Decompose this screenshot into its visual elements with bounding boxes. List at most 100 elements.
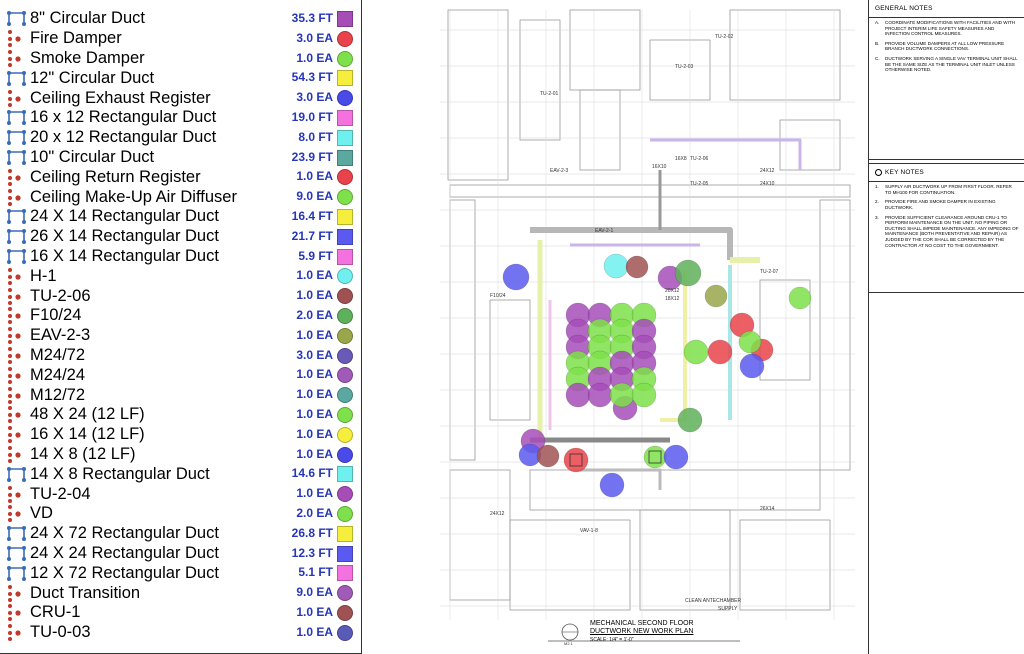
legend-quantity: 9.0 EA <box>296 585 333 600</box>
legend-label: VD <box>30 504 53 523</box>
takeoff-marker <box>587 382 613 408</box>
duct-run-icon <box>6 564 30 583</box>
note-text: SUPPLY AIR DUCTWORK UP FROM FIRST FLOOR.… <box>885 184 1012 195</box>
legend-color-swatch <box>337 129 353 146</box>
plan-label: 24X10 <box>760 181 775 187</box>
key-notes-title-text: KEY NOTES <box>885 169 924 177</box>
legend-label: 24 X 72 Rectangular Duct <box>30 524 219 543</box>
note-text: COORDINATE MODIFICATIONS WITH FACILITIES… <box>885 20 1015 37</box>
legend-color-swatch <box>337 565 353 582</box>
takeoff-marker <box>603 253 629 279</box>
count-marker-icon <box>6 623 30 642</box>
legend-color-swatch <box>337 288 353 305</box>
general-notes-title: GENERAL NOTES <box>869 0 1024 18</box>
plan-wall <box>649 39 711 101</box>
takeoff-marker <box>738 330 762 354</box>
count-marker-icon <box>6 504 30 523</box>
legend-color-swatch <box>337 347 353 364</box>
note-key: 2. <box>875 199 879 205</box>
takeoff-marker <box>643 445 667 469</box>
legend-color-swatch <box>337 90 353 107</box>
plan-wall <box>819 199 851 471</box>
plan-title-block: MECHANICAL SECOND FLOOR DUCTWORK NEW WOR… <box>590 620 694 644</box>
note-text: PROVIDE VOLUME DAMPERS AT ALL LOW PRESSU… <box>885 40 1005 52</box>
note-text: DUCTWORK SERVING A SINGLE VAV TERMINAL U… <box>885 55 1018 73</box>
plan-wall <box>729 9 841 101</box>
plan-label: EAV-2-1 <box>595 228 613 234</box>
plan-wall <box>639 509 731 611</box>
legend-label: Smoke Damper <box>30 48 145 67</box>
note-item: 1.SUPPLY AIR DUCTWORK UP FROM FIRST FLOO… <box>869 182 1024 197</box>
legend-quantity: 1.0 EA <box>296 288 333 303</box>
plan-label: 18X12 <box>665 296 680 302</box>
legend-row[interactable]: 16 X 14 (12 LF)1.0 EA <box>0 425 361 445</box>
duct-run <box>650 138 802 170</box>
plan-label: 24X12 <box>760 168 775 174</box>
legend-label: Ceiling Return Register <box>30 167 201 186</box>
legend-row[interactable]: 14 X 8 (12 LF)1.0 EA <box>0 445 361 465</box>
key-notes-list: 1.SUPPLY AIR DUCTWORK UP FROM FIRST FLOO… <box>869 182 1024 250</box>
legend-color-swatch <box>337 545 353 562</box>
legend-color-swatch <box>337 307 353 324</box>
plan-wall <box>579 89 621 171</box>
legend-quantity: 19.0 FT <box>291 109 333 124</box>
legend-quantity: 1.0 EA <box>296 268 333 283</box>
legend-quantity: 1.0 EA <box>296 446 333 461</box>
plan-label: TU-2-07 <box>760 269 779 275</box>
duct-run-icon <box>6 465 30 484</box>
takeoff-marker <box>563 447 589 473</box>
legend-color-swatch <box>337 149 353 166</box>
legend-row[interactable]: 48 X 24 (12 LF) 1.0 EA <box>0 405 361 425</box>
legend-label: 48 X 24 (12 LF) <box>30 405 145 424</box>
takeoff-marker <box>536 444 560 468</box>
count-marker-icon <box>6 168 30 187</box>
plan-label: CLEAN ANTECHAMBER <box>685 598 742 604</box>
note-item: 2.PROVIDE FIRE AND SMOKE DAMPER IN EXIST… <box>869 197 1024 212</box>
count-marker-icon <box>6 188 30 207</box>
legend-row[interactable]: 24 X 72 Rectangular Duct 26.8 FT <box>0 524 361 544</box>
count-marker-icon <box>6 49 30 68</box>
key-notes: KEY NOTES 1.SUPPLY AIR DUCTWORK UP FROM … <box>869 163 1024 293</box>
duct-run <box>530 227 733 260</box>
takeoff-marker <box>674 259 702 287</box>
legend-quantity: 1.0 EA <box>296 406 333 421</box>
legend-color-swatch <box>337 50 353 67</box>
legend-quantity: 1.0 EA <box>296 486 333 501</box>
plan-scale: SCALE: 1/4" = 1'-0" <box>590 637 634 643</box>
takeoff-marker <box>663 444 689 470</box>
takeoff-marker <box>704 284 728 308</box>
takeoff-marker <box>683 339 709 365</box>
legend-quantity: 26.8 FT <box>291 525 333 540</box>
legend-quantity: 54.3 FT <box>291 70 333 85</box>
legend-color-swatch <box>337 505 353 522</box>
